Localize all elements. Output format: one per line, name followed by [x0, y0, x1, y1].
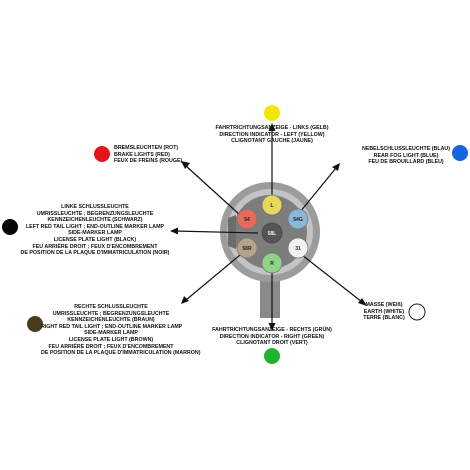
arrow-head-54 [181, 161, 190, 169]
label-line: UMRISSLEUCHTE ; BEGRENZUNGSLEUCHTE [52, 310, 170, 317]
label-line: DE POSITION DE LA PLAQUE D'IMMATRICULATI… [20, 250, 170, 257]
label-line: LINKE SCHLUSSLEUCHTE [61, 204, 129, 210]
pin-r: R [261, 252, 283, 274]
connector-stem [260, 278, 280, 318]
label-line: LICENSE PLATE LIGHT (BLACK) [53, 236, 137, 243]
label-line: SIDE-MARKER LAMP [68, 230, 122, 237]
white-dot [408, 303, 426, 321]
label-line: TERRE (BLANC) [363, 315, 405, 322]
label-line: FEU DE BROUILLARD (BLEU) [368, 159, 444, 166]
label-right-indicator: FAHRTRICHTUNGSANZEIGE - RECHTS (GRÜN) DI… [197, 327, 347, 347]
label-line: KENNZEICHENLEUCHTE (SCHWARZ) [47, 217, 143, 224]
arrow-head-r [268, 323, 276, 331]
arrow-head-58r [181, 296, 189, 304]
pins: L 54G 31 R 58R 58L 54 [236, 194, 309, 274]
arrow-heads [170, 123, 367, 331]
pin-58r-label: 58R [242, 246, 252, 252]
label-earth: MASSE (WEIß) EARTH (WHITE) TERRE (BLANC) [358, 302, 410, 322]
label-line: DE POSITION DE LA PLAQUE D'IMMATRICULATI… [41, 350, 201, 357]
pin-l: L [261, 194, 283, 216]
pin-r-circle [261, 252, 283, 274]
label-line: MASSE (WEIß) [365, 302, 403, 308]
pin-r-label: R [270, 261, 274, 267]
leader-lines [173, 128, 363, 326]
label-line: SIDE-MARKER LAMP [84, 330, 138, 337]
label-line: CLIGNOTANT GAUCHE (JAUNE) [231, 138, 313, 145]
label-rear-fog: NEBELSCHLUSSLEUCHTE (BLAU) REAR FOG LIGH… [356, 146, 456, 166]
arrow-head-54g [332, 163, 340, 171]
pin-58r: 58R [236, 237, 258, 259]
pin-54g-circle [287, 208, 309, 230]
pin-58l-circle [261, 222, 283, 244]
pin-58l: 58L [261, 222, 283, 244]
label-line: RECHTE SCHLUSSLEUCHTE [74, 304, 148, 310]
label-line: FAHRTRICHTUNGSANZEIGE - LINKS (GELB) [215, 125, 329, 131]
arrow-head-31 [358, 298, 367, 306]
green-dot [264, 348, 280, 364]
pin-58l-label: 58L [268, 231, 277, 237]
label-left-indicator: FAHRTRICHTUNGSANZEIGE - LINKS (GELB) DIR… [199, 125, 345, 145]
leader-line-58r [185, 249, 247, 301]
pin-58r-circle [236, 237, 258, 259]
leader-line-54g [299, 167, 337, 213]
pin-l-label: L [270, 203, 273, 209]
label-line: DIRECTION INDICATOR - LEFT (YELLOW) [219, 131, 325, 138]
label-line: UMRISSLEUCHTE ; BEGRENZUNGSLEUCHTE [36, 210, 154, 217]
pin-54: 54 [236, 208, 258, 230]
arrow-head-l [268, 123, 276, 131]
pin-31-label: 31 [295, 246, 301, 252]
yellow-dot [264, 105, 280, 121]
pin-31-circle [287, 237, 309, 259]
label-line: LEFT RED TAIL LIGHT ; END-OUTLINE MARKER… [25, 223, 165, 230]
label-line: LICENSE PLATE LIGHT (BROWN) [68, 336, 154, 343]
label-line: BRAKE LIGHTS (RED) [114, 151, 170, 158]
red-dot [94, 146, 110, 162]
pin-31: 31 [287, 237, 309, 259]
pin-l-circle [261, 194, 283, 216]
label-line: NEBELSCHLUSSLEUCHTE (BLAU) [362, 146, 450, 152]
label-line: REAR FOG LIGHT (BLUE) [373, 152, 439, 159]
leader-line-58l [173, 230, 259, 234]
label-line: EARTH (WHITE) [363, 308, 405, 315]
pin-54-label: 54 [244, 217, 250, 223]
label-line: FEU ARRIÈRE DROIT ; FEUX D'ENCOMBREMENT [32, 243, 158, 250]
label-line: KENNZEICHENLEUCHTE (BRAUN) [67, 317, 155, 324]
pin-54-circle [236, 208, 258, 230]
label-line: RIGHT RED TAIL LIGHT ; END-OUTLINE MARKE… [41, 323, 183, 330]
label-line: DIRECTION INDICATOR - RIGHT (GREEN) [219, 333, 325, 340]
arrow-head-58l [170, 227, 178, 235]
label-line: FAHRTRICHTUNGSANZEIGE - RECHTS (GRÜN) [212, 327, 332, 333]
label-left-tail-light: LINKE SCHLUSSLEUCHTE UMRISSLEUCHTE ; BEG… [20, 204, 170, 257]
label-brake-lights: BREMSLEUCHTEN (ROT) BRAKE LIGHTS (RED) F… [114, 145, 194, 165]
black-dot [2, 219, 18, 235]
leader-line-31 [301, 254, 363, 303]
color-dots [2, 105, 468, 364]
leader-line-54 [185, 165, 241, 216]
label-right-tail-light: RECHTE SCHLUSSLEUCHTE UMRISSLEUCHTE ; BE… [41, 304, 201, 357]
label-line: FEUX DE FREINS (ROUGE) [114, 158, 183, 165]
blue-dot [452, 145, 468, 161]
label-line: BREMSLEUCHTEN (ROT) [114, 145, 179, 151]
pin-54g: 54G [287, 208, 309, 230]
brown-dot [27, 316, 43, 332]
pin-54g-label: 54G [293, 217, 303, 223]
label-line: CLIGNOTANT DROIT (VERT) [236, 340, 308, 347]
label-line: FEU ARRIÈRE DROIT ; FEUX D'ENCOMBREMENT [48, 343, 174, 350]
